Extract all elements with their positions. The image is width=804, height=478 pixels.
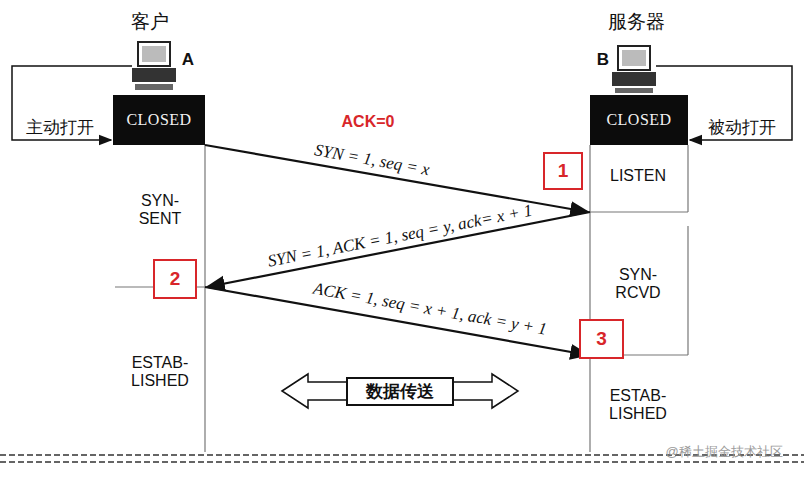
host-letter: B: [597, 50, 609, 70]
data-transfer-arrow: [282, 374, 518, 408]
state-box: CLOSED: [113, 95, 205, 145]
state-box: CLOSED: [590, 95, 688, 145]
host-name: 客户: [131, 11, 169, 33]
state-border: [687, 145, 688, 212]
callout-box: 2: [153, 259, 197, 299]
callout-box: 1: [543, 152, 583, 190]
open-label: 被动打开: [708, 118, 776, 138]
client-computer-icon: [132, 42, 176, 90]
state-border: [590, 211, 688, 212]
data-transfer-box: 数据传送: [346, 377, 454, 406]
ack-flag-note: ACK=0: [342, 113, 395, 131]
box-text: CLOSED: [126, 111, 191, 129]
client-timeline: [204, 145, 205, 452]
callout-number: 2: [170, 268, 181, 290]
state-name: ESTAB- LISHED: [122, 354, 198, 391]
callout-number: 3: [596, 328, 607, 350]
open-label: 主动打开: [26, 118, 94, 138]
server-timeline: [589, 145, 590, 452]
host-letter: A: [182, 50, 194, 70]
server-computer-icon: [612, 46, 656, 93]
box-text: CLOSED: [606, 111, 671, 129]
state-name: SYN- SENT: [129, 192, 191, 229]
syn-ack-arrow: [207, 212, 590, 287]
segment-label: ACK = 1, seq = x + 1, ack = y + 1: [312, 279, 549, 339]
callout-number: 1: [558, 160, 569, 182]
state-border: [687, 226, 688, 355]
watermark: @稀土掘金技术社区: [665, 445, 782, 460]
segment-label: SYN = 1, ACK = 1, seq = y, ack= x + 1: [266, 201, 534, 272]
callout-box: 3: [579, 319, 624, 359]
host-name: 服务器: [608, 11, 665, 33]
state-name: SYN- RCVD: [607, 266, 669, 303]
state-name: LISTEN: [610, 167, 666, 185]
end-line: [0, 461, 804, 463]
state-name: ESTAB- LISHED: [600, 387, 676, 424]
box-text: 数据传送: [366, 380, 434, 403]
